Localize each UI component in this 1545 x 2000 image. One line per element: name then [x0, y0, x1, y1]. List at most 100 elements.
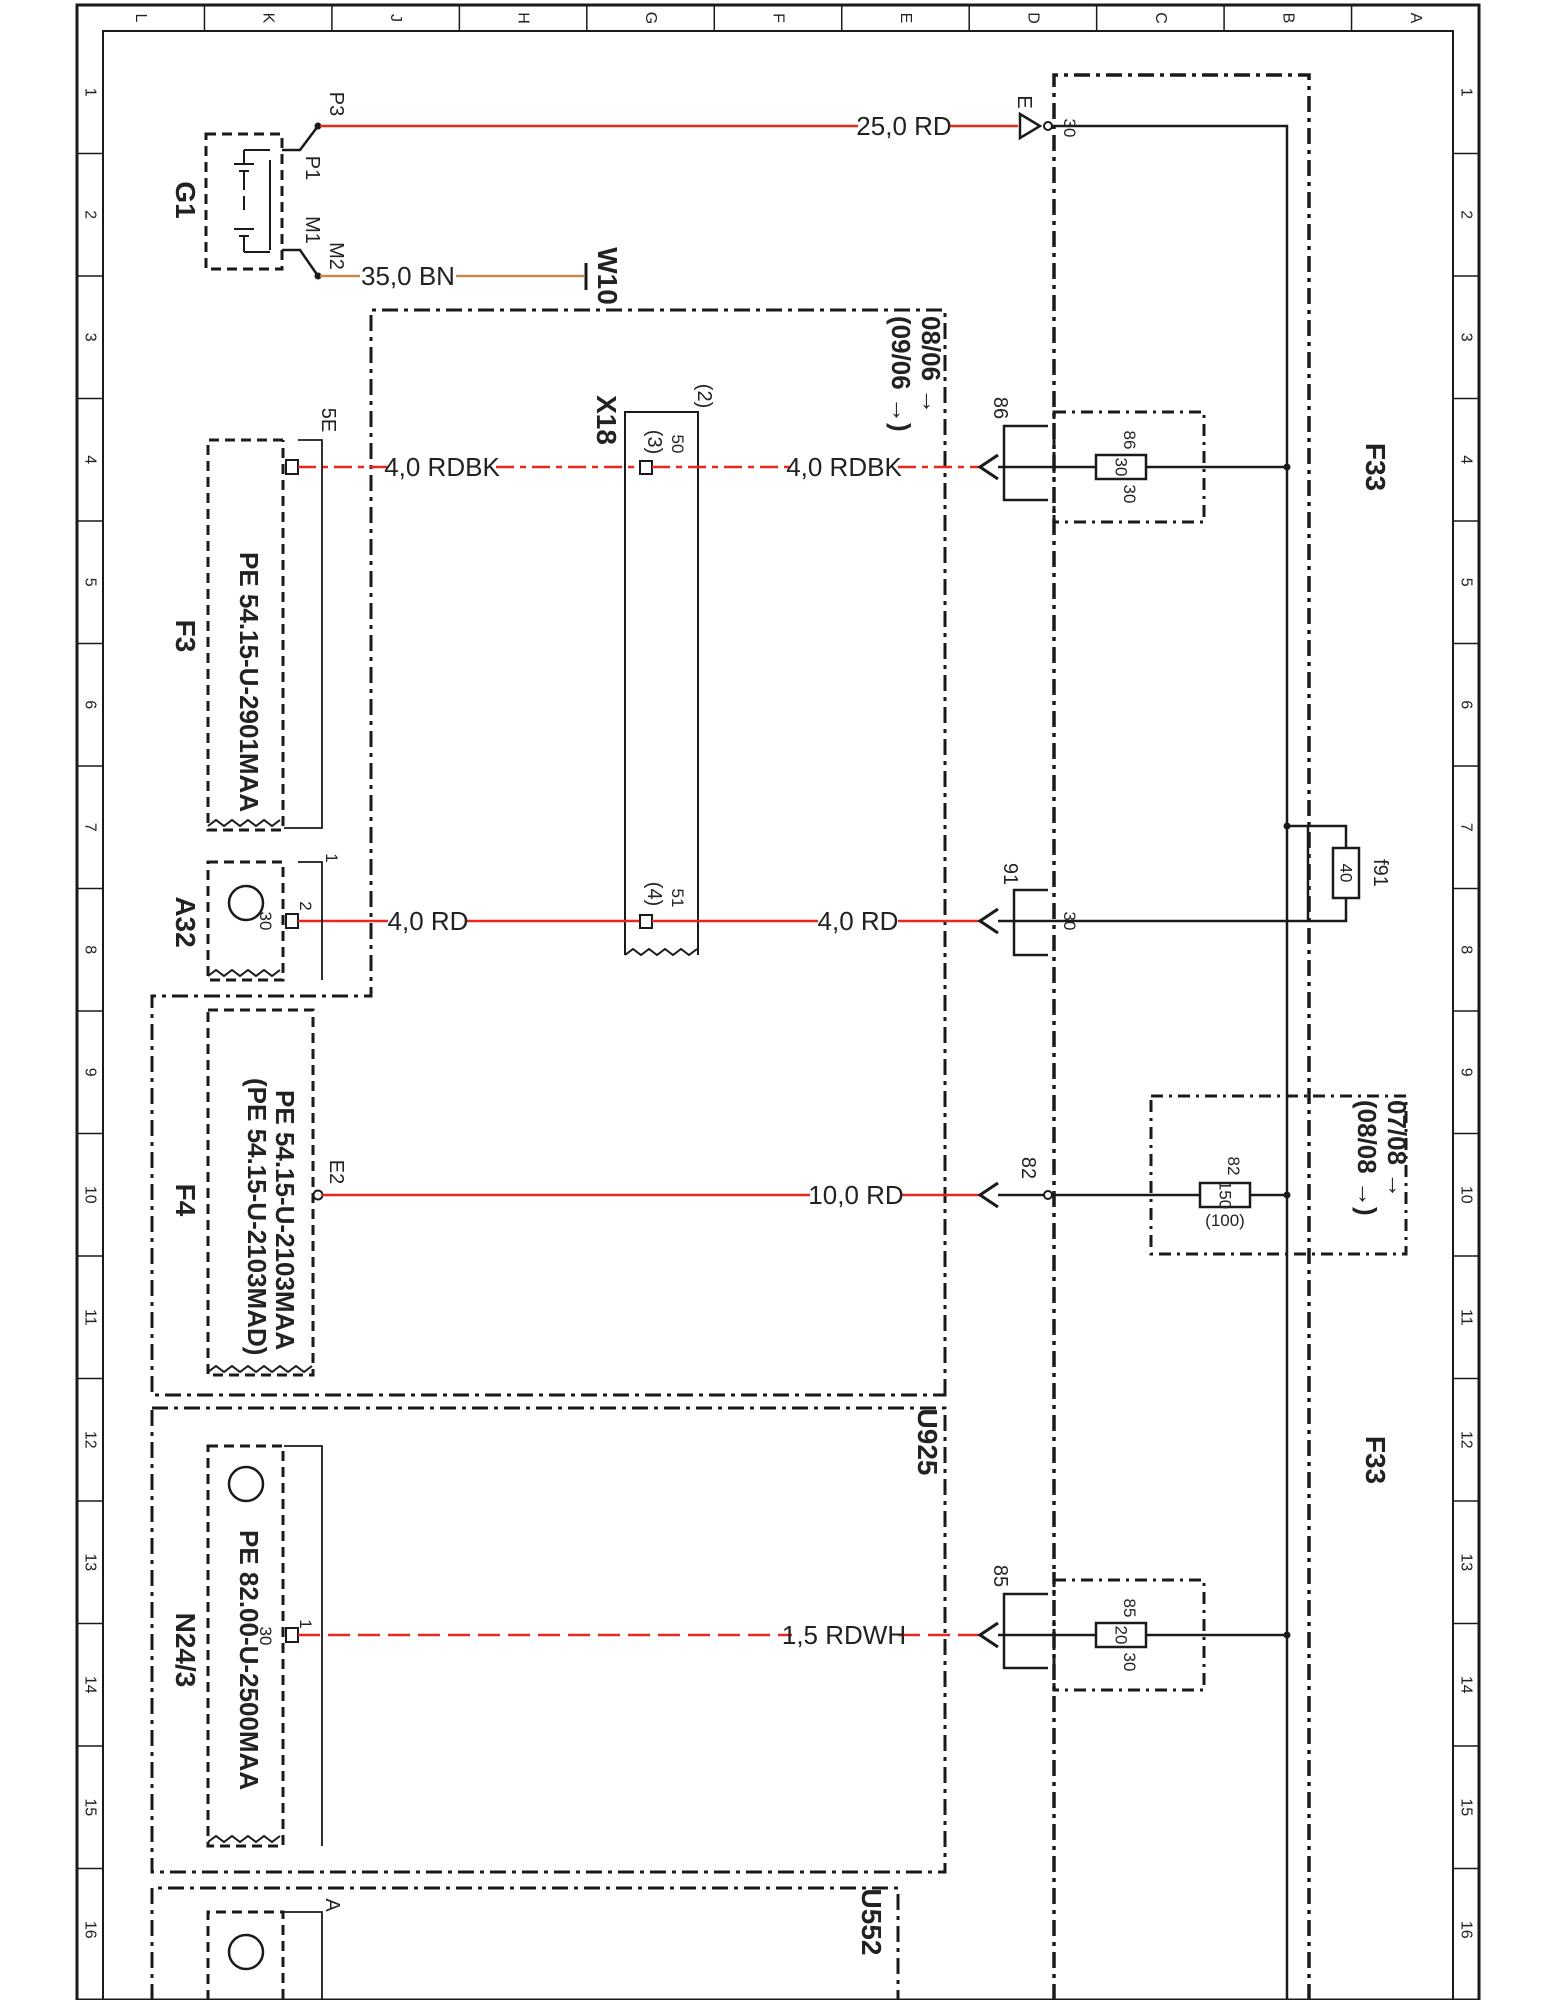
- pin-label: P1: [301, 156, 323, 180]
- connector-91-bracket: [1012, 888, 1048, 957]
- wire-label: 4,0 RD: [818, 906, 899, 936]
- component-id-x18: X18: [591, 395, 622, 445]
- component-id-g1: G1: [170, 181, 201, 218]
- u552-module-frame: [206, 1910, 285, 2000]
- connector-91-arrow: [977, 907, 999, 935]
- battery-cells-icon: [234, 149, 271, 253]
- pin-label: 85: [989, 1565, 1011, 1587]
- grid-letter: F: [770, 13, 787, 23]
- grid-number: 16: [82, 1921, 99, 1939]
- validity-date: 08/06 →: [916, 316, 946, 414]
- fuse-pin: 30: [1120, 1653, 1139, 1672]
- g1-battery-box: [204, 132, 284, 271]
- component-id-f33-bottom: F33: [1360, 1436, 1391, 1484]
- pin-label: A: [321, 1898, 343, 1912]
- pin-label: M1: [301, 216, 323, 244]
- pin-label: 50: [668, 435, 687, 454]
- n24-module-frame: [206, 1444, 285, 1848]
- wire-label: 10,0 RD: [808, 1180, 903, 1210]
- grid-number: 9: [1458, 1068, 1475, 1077]
- pin-label: E: [1013, 95, 1035, 108]
- grid-number: 1: [1458, 88, 1475, 97]
- fuse-pin: 30: [1120, 485, 1139, 504]
- grid-divisions: [77, 5, 1479, 1870]
- fuse-alt-rating: (100): [1205, 1211, 1245, 1230]
- component-id-f4: F4: [170, 1184, 201, 1217]
- f3-module-bracket: [284, 439, 323, 829]
- grid-letter: A: [1407, 13, 1424, 24]
- junction-85: [1283, 1631, 1291, 1639]
- fuse-rating: 40: [1337, 864, 1356, 883]
- sheet-outer-frame: [75, 3, 1481, 2000]
- fuse-rating: 150: [1216, 1181, 1235, 1209]
- terminal-m2: [314, 272, 322, 280]
- f3-terminal-5e: [285, 459, 299, 475]
- pe-reference: PE 82.00-U-2500MAA: [234, 1530, 264, 1790]
- junction-f91: [1283, 822, 1291, 830]
- wire-label: 4,0 RDBK: [384, 452, 500, 482]
- grid-number: 4: [1458, 455, 1475, 464]
- pin-label: (2): [693, 384, 715, 408]
- grid-letter: L: [132, 14, 149, 23]
- component-id-f3: F3: [170, 620, 201, 653]
- a32-module-frame: [206, 860, 285, 982]
- pin-label: E2: [325, 1160, 347, 1184]
- validity-date: (09/06 →): [886, 316, 916, 432]
- fuse-pin: 85: [1120, 1599, 1139, 1618]
- pin-label: 30: [1060, 119, 1079, 138]
- x18-pin-51: [639, 914, 653, 929]
- x18-pin-50: [639, 460, 653, 475]
- connector-82-arrow: [977, 1181, 999, 1209]
- pin-label: 5E: [317, 408, 339, 432]
- grid-number: 13: [1458, 1553, 1475, 1571]
- n24-module-bracket: [284, 1445, 323, 1846]
- pe-reference: PE 54.15-U-2901MAA: [234, 552, 264, 812]
- pin-label: 1: [322, 853, 341, 862]
- pin-label: P3: [325, 92, 347, 116]
- grid-letter: H: [515, 12, 532, 24]
- grid-number: 8: [82, 945, 99, 954]
- u552-module-bracket: [284, 1911, 323, 2000]
- grid-number: 7: [82, 823, 99, 832]
- pin-label: 51: [668, 889, 687, 908]
- pe-reference: PE 54.15-U-2103MAA: [270, 1090, 300, 1350]
- connector-e-arrow: [1018, 111, 1043, 141]
- pin-label: 82: [1017, 1157, 1039, 1179]
- fuse-86-body: [1094, 453, 1148, 481]
- f3-break-wave: [207, 818, 281, 828]
- wire-label: 4,0 RD: [388, 906, 469, 936]
- u552-frame: [150, 1886, 900, 2000]
- grid-number: 12: [1458, 1431, 1475, 1449]
- grid-number: 3: [1458, 333, 1475, 342]
- f3-module-frame: [206, 438, 285, 832]
- fuse-86-box: [1052, 410, 1206, 524]
- component-id-a32: A32: [170, 896, 201, 947]
- u925-frame: [150, 308, 947, 1397]
- grid-number: 1: [82, 88, 99, 97]
- f33-enclosure: [1052, 73, 1311, 2000]
- grid-number: 2: [1458, 210, 1475, 219]
- grid-letter: C: [1152, 12, 1169, 24]
- a32-module-bracket: [298, 861, 323, 980]
- sensor-icon: [227, 1465, 265, 1503]
- a32-break-wave: [207, 968, 281, 978]
- fuse-pin: 86: [1120, 431, 1139, 450]
- grid-number: 12: [82, 1431, 99, 1449]
- fuse-85-body: [1094, 1621, 1148, 1649]
- validity-date: (08/08 →): [1352, 1100, 1382, 1216]
- x18-strip-break: [624, 947, 698, 957]
- grid-number: 2: [82, 210, 99, 219]
- n24-terminal-1: [285, 1627, 299, 1643]
- component-id-u552: U552: [856, 1889, 887, 1956]
- grid-number: 7: [1458, 823, 1475, 832]
- connector-86-arrow: [977, 453, 999, 481]
- grid-letter: D: [1024, 12, 1041, 24]
- n24-break-wave: [207, 1834, 281, 1844]
- grid-number: 9: [82, 1068, 99, 1077]
- f4-terminal-e2: [312, 1189, 324, 1201]
- fuse-82-body: [1198, 1181, 1252, 1209]
- pin-label: (4): [643, 882, 665, 906]
- fuse-f91-leads: [1308, 824, 1348, 923]
